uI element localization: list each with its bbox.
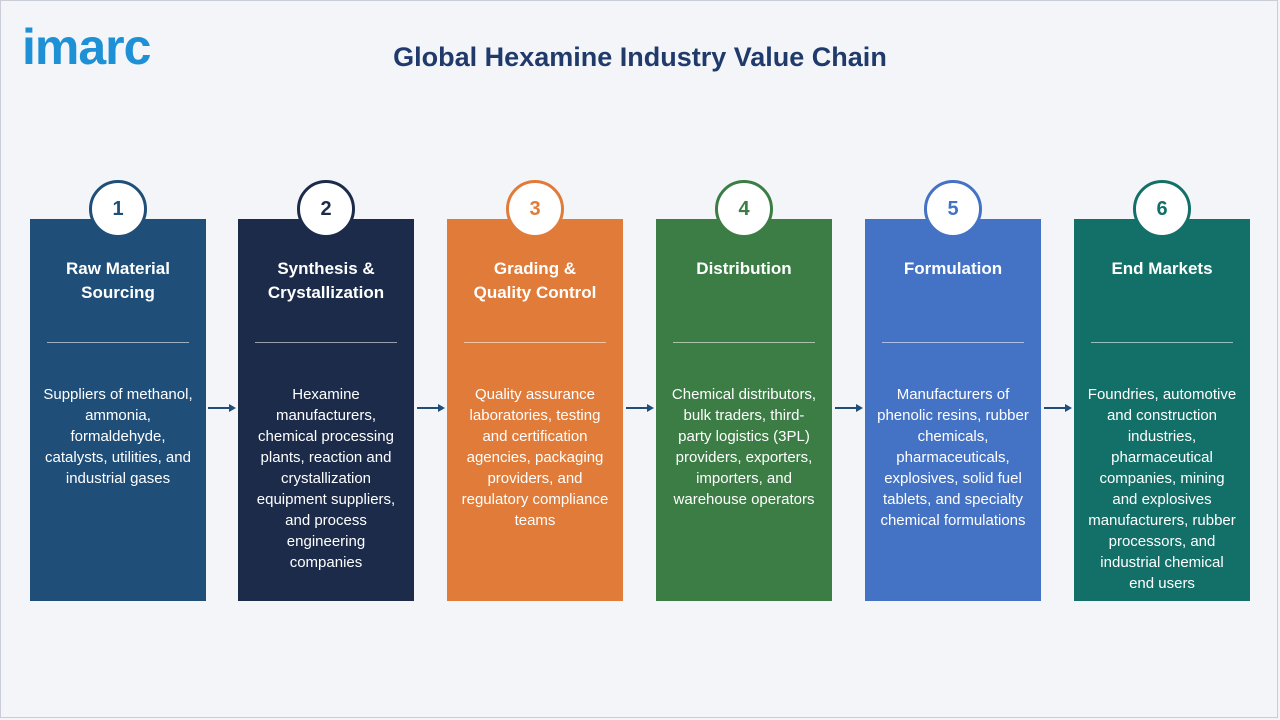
step-divider	[255, 342, 397, 343]
step-divider	[47, 342, 189, 343]
step-number-badge: 5	[924, 180, 982, 238]
step-number-badge: 3	[506, 180, 564, 238]
step-number-badge: 2	[297, 180, 355, 238]
imarc-logo: imarc	[22, 19, 151, 75]
flow-arrow-icon	[625, 404, 654, 412]
step-description: Chemical distributors, bulk traders, thi…	[671, 386, 817, 508]
step-number-badge: 1	[89, 180, 147, 238]
step-title: End Markets	[1111, 259, 1213, 278]
diagram-title: Global Hexamine Industry Value Chain	[393, 42, 887, 72]
step-number-badge: 4	[715, 180, 773, 238]
step-divider	[464, 342, 606, 343]
step-description: Quality assurance laboratories, testing …	[461, 386, 609, 529]
step-number-badge: 6	[1133, 180, 1191, 238]
step-title: Formulation	[903, 259, 1003, 278]
step-title: Distribution	[696, 259, 792, 278]
flow-arrow-icon	[1043, 404, 1072, 412]
step-divider	[673, 342, 815, 343]
step-divider	[1091, 342, 1233, 343]
step-description: Manufacturers of phenolic resins, rubber…	[877, 386, 1029, 529]
step-title: Raw Material Sourcing	[66, 259, 170, 302]
step-title: Synthesis & Crystallization	[267, 259, 385, 302]
flow-arrow-icon	[208, 404, 236, 412]
step-title: Grading & Quality Control	[473, 259, 597, 302]
step-description: Foundries, automotive and construction i…	[1087, 386, 1237, 592]
step-divider	[882, 342, 1024, 343]
flow-arrow-icon	[416, 404, 445, 412]
step-description: Suppliers of methanol, ammonia, formalde…	[43, 386, 193, 487]
flow-arrow-icon	[834, 404, 863, 412]
step-description: Hexamine manufacturers, chemical process…	[256, 386, 396, 571]
